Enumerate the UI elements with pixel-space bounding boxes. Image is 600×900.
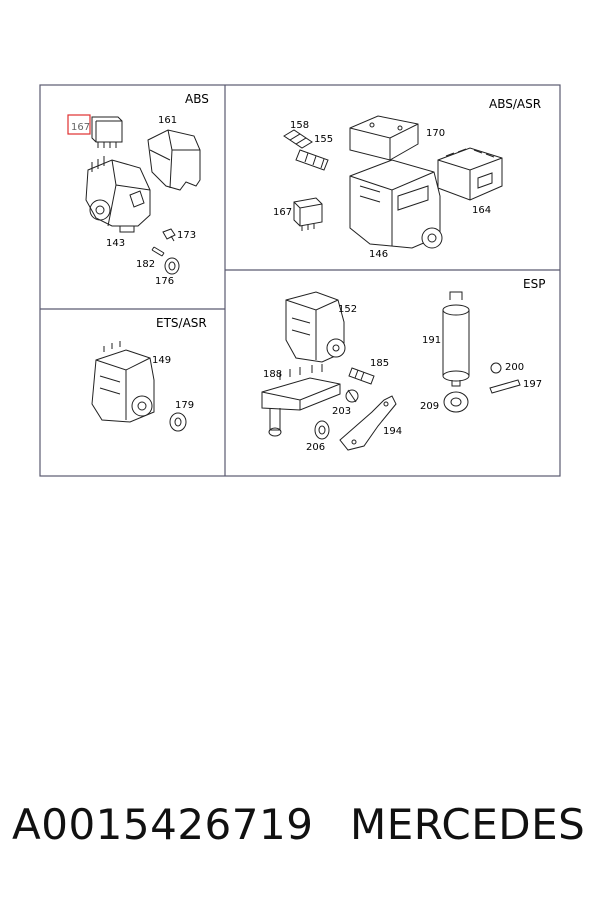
part-label-164[interactable]: 164 — [472, 205, 491, 216]
abs-part-173[interactable] — [162, 228, 176, 242]
abs-part-182[interactable] — [151, 246, 165, 257]
part-label-167-abs[interactable]: 167 — [71, 122, 90, 133]
part-label-170[interactable]: 170 — [426, 128, 445, 139]
esp-part-209[interactable] — [443, 391, 469, 413]
part-label-155[interactable]: 155 — [314, 134, 333, 145]
part-number: A0015426719 — [12, 800, 314, 849]
esp-module-191[interactable] — [442, 291, 470, 387]
part-label-200[interactable]: 200 — [505, 362, 524, 373]
abs-hydraulic-unit-143[interactable] — [85, 156, 151, 233]
part-label-209[interactable]: 209 — [420, 401, 439, 412]
section-title-esp: ESP — [523, 277, 545, 291]
abs-part-176[interactable] — [164, 257, 180, 275]
abs-asr-relay-167[interactable] — [293, 197, 323, 231]
esp-pump-188[interactable] — [261, 364, 341, 437]
abs-asr-module-164[interactable] — [437, 147, 503, 201]
abs-cover-161[interactable] — [147, 129, 201, 191]
brand-name: MERCEDES — [350, 800, 586, 849]
abs-asr-hydraulic-unit-146[interactable] — [349, 159, 443, 249]
part-label-173[interactable]: 173 — [177, 230, 196, 241]
part-label-167-abs-asr[interactable]: 167 — [273, 207, 292, 218]
abs-asr-valve-158[interactable] — [283, 129, 313, 149]
parts-diagram: ABS ABS/ASR ETS/ASR ESP 167 161 143 173 … — [39, 84, 561, 477]
esp-bracket-194[interactable] — [339, 395, 397, 451]
part-label-152[interactable]: 152 — [338, 304, 357, 315]
esp-hydraulic-unit-152[interactable] — [285, 291, 346, 363]
ets-asr-hydraulic-unit-149[interactable] — [91, 341, 155, 423]
section-title-ets-asr: ETS/ASR — [156, 316, 207, 330]
part-label-185[interactable]: 185 — [370, 358, 389, 369]
part-label-161[interactable]: 161 — [158, 115, 177, 126]
part-label-143[interactable]: 143 — [106, 238, 125, 249]
diagram-frame — [39, 84, 561, 477]
section-title-abs-asr: ABS/ASR — [489, 97, 541, 111]
part-label-197[interactable]: 197 — [523, 379, 542, 390]
part-label-194[interactable]: 194 — [383, 426, 402, 437]
caption: A0015426719 MERCEDES — [0, 800, 600, 870]
abs-asr-cover-170[interactable] — [349, 115, 419, 161]
part-label-203[interactable]: 203 — [332, 406, 351, 417]
ets-asr-part-179[interactable] — [169, 412, 187, 432]
part-label-206[interactable]: 206 — [306, 442, 325, 453]
part-label-149[interactable]: 149 — [152, 355, 171, 366]
part-label-179[interactable]: 179 — [175, 400, 194, 411]
section-title-abs: ABS — [185, 92, 209, 106]
part-label-176[interactable]: 176 — [155, 276, 174, 287]
esp-part-203[interactable] — [345, 389, 359, 403]
part-label-188[interactable]: 188 — [263, 369, 282, 380]
part-label-146[interactable]: 146 — [369, 249, 388, 260]
part-label-191[interactable]: 191 — [422, 335, 441, 346]
part-label-158[interactable]: 158 — [290, 120, 309, 131]
highlight-box[interactable] — [67, 114, 91, 135]
abs-relay-167[interactable] — [91, 116, 123, 148]
esp-sensor-185[interactable] — [348, 367, 375, 385]
esp-part-197[interactable] — [489, 379, 521, 394]
abs-asr-valve-155[interactable] — [295, 149, 329, 171]
part-label-182[interactable]: 182 — [136, 259, 155, 270]
esp-part-200[interactable] — [490, 362, 502, 374]
esp-part-206[interactable] — [314, 420, 330, 440]
